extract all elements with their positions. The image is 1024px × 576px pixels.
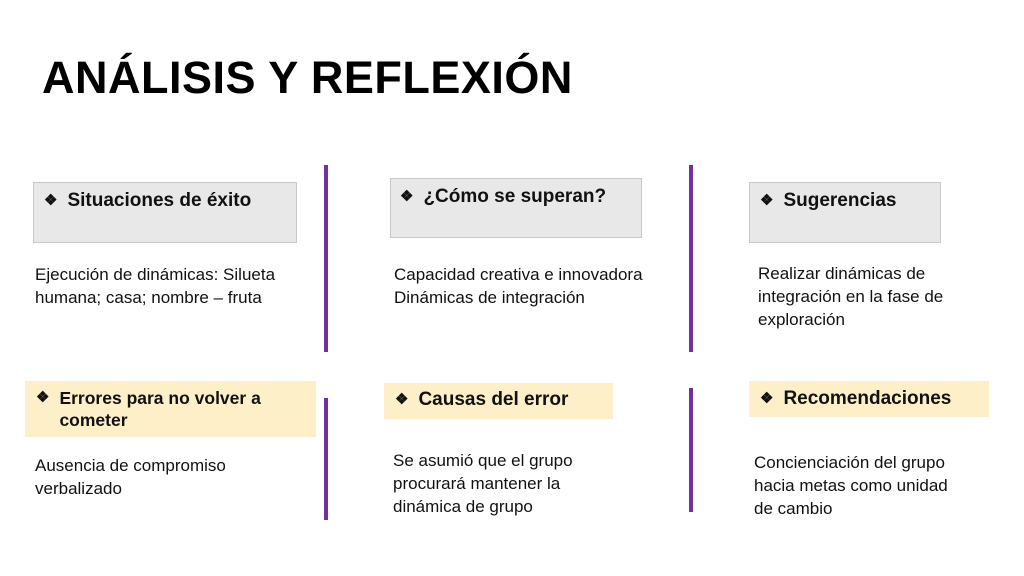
header-box-sugerencias — [749, 182, 941, 243]
divider-bottom-left — [324, 398, 328, 520]
body-exito: Ejecución de dinámicas: Silueta humana; … — [35, 265, 276, 307]
header-exito: ❖ Situaciones de éxito — [44, 190, 251, 212]
header-sugerencias-label: Sugerencias — [783, 190, 897, 211]
header-recomendaciones: ❖ Recomendaciones — [760, 388, 951, 410]
header-superan: ❖ ¿Cómo se superan? — [400, 186, 606, 208]
body-sugerencias: Realizar dinámicas de integración en la … — [758, 264, 944, 329]
body-recomendaciones: Concienciación del grupo hacia metas com… — [754, 453, 948, 518]
diamond-bullet-icon: ❖ — [36, 389, 50, 406]
header-errores: ❖ Errores para no volver a cometer — [36, 387, 261, 431]
divider-top-left — [324, 165, 328, 352]
diamond-bullet-icon: ❖ — [760, 390, 774, 407]
header-exito-label: Situaciones de éxito — [67, 190, 252, 211]
header-box-superan — [390, 178, 642, 238]
diamond-bullet-icon: ❖ — [44, 192, 58, 209]
body-causas: Se asumió que el grupo procurará mantene… — [393, 451, 573, 516]
header-box-errores — [25, 381, 316, 437]
header-box-recomendaciones — [749, 381, 989, 417]
divider-bottom-right — [689, 388, 693, 512]
header-causas: ❖ Causas del error — [395, 389, 568, 411]
header-causas-label: Causas del error — [418, 389, 569, 410]
page-title: ANÁLISIS Y REFLEXIÓN — [42, 52, 573, 103]
header-sugerencias: ❖ Sugerencias — [760, 190, 896, 212]
diamond-bullet-icon: ❖ — [760, 192, 774, 209]
header-box-causas — [384, 383, 613, 419]
header-box-exito — [33, 182, 297, 243]
header-errores-label: Errores para no volver a cometer — [59, 388, 261, 430]
diamond-bullet-icon: ❖ — [400, 188, 414, 205]
divider-top-right — [689, 165, 693, 352]
diamond-bullet-icon: ❖ — [395, 391, 409, 408]
header-recomendaciones-label: Recomendaciones — [783, 388, 952, 409]
header-superan-label: ¿Cómo se superan? — [423, 186, 607, 207]
body-errores: Ausencia de compromiso verbalizado — [35, 456, 226, 498]
body-superan: Capacidad creativa e innovadora Dinámica… — [394, 265, 643, 307]
